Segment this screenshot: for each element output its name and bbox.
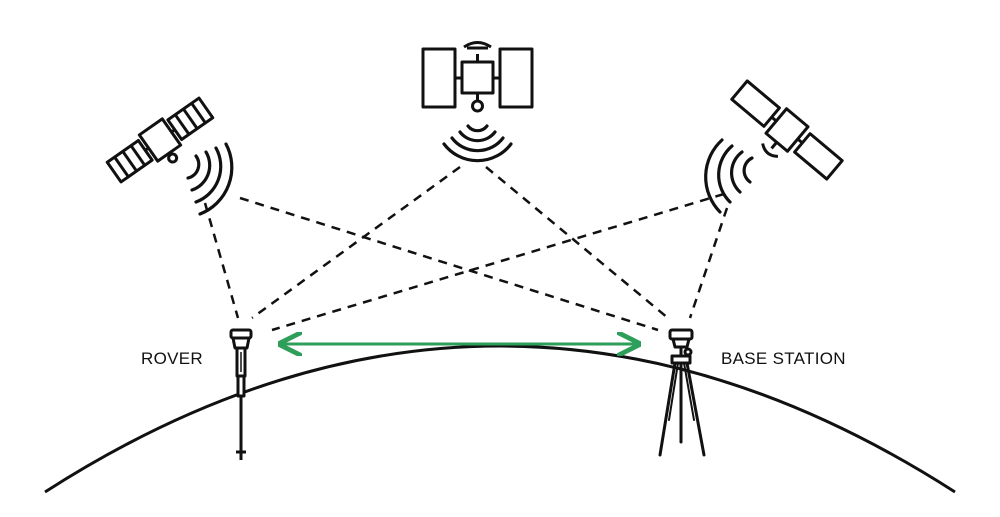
signal-line-center-to-base (485, 166, 669, 319)
satellite-icon (421, 41, 534, 113)
signal-line-center-to-rover (251, 165, 461, 320)
signal-line-left-to-rover (203, 202, 240, 319)
signal-lines (203, 165, 729, 332)
signal-line-right-to-rover (271, 192, 725, 332)
base-station-label: BASE STATION (721, 349, 846, 368)
rover-label: ROVER (141, 349, 203, 368)
gnss-rover-pole-icon (229, 328, 253, 460)
signal-wave-left (186, 142, 234, 216)
satellite-icon (730, 79, 844, 181)
satellite-icon (105, 96, 215, 184)
signal-wave-right (704, 138, 754, 214)
signal-line-right-to-base (688, 207, 729, 319)
gnss-base-tripod-icon (658, 328, 706, 457)
signal-line-left-to-base (239, 196, 659, 332)
signal-wave-center (442, 124, 513, 163)
